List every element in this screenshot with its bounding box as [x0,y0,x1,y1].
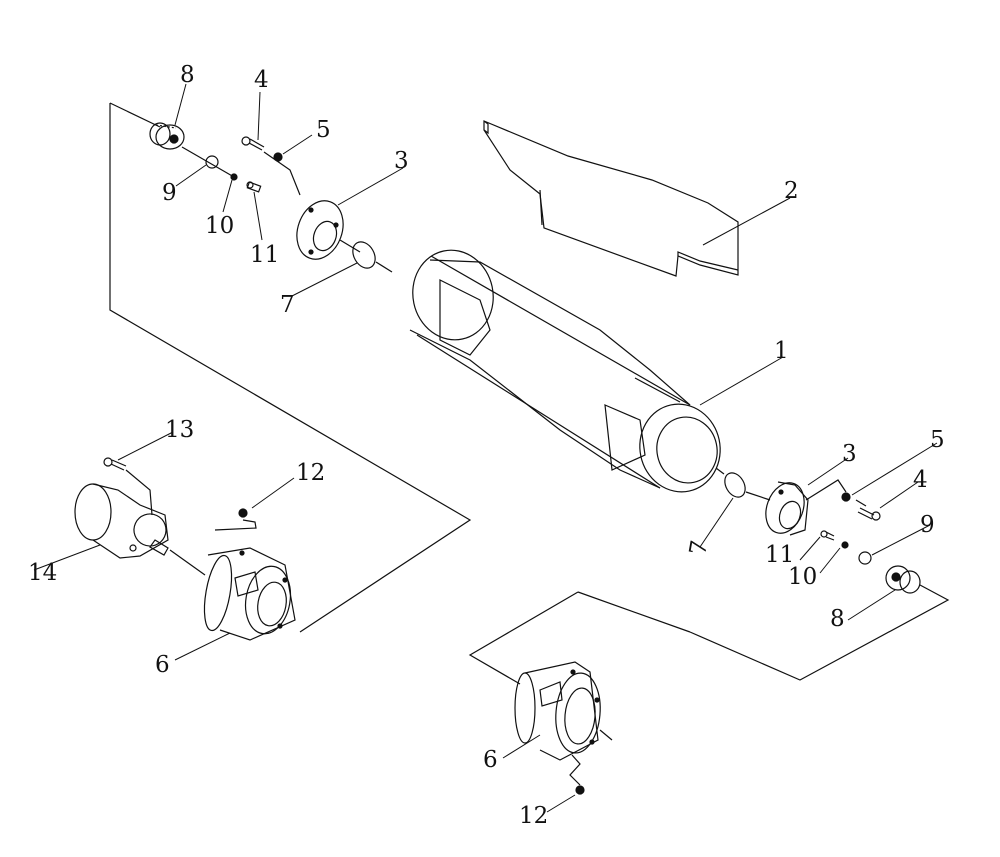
part-1-tube [409,249,721,493]
callout-3-right: 3 [842,441,857,467]
callout-11-left: 11 [250,242,279,268]
part-2-plate [483,120,739,277]
callout-7-right: 7 [685,538,713,557]
part-14-motor [74,483,169,559]
callout-13: 13 [165,417,194,443]
part-3-flange-right [765,481,809,536]
part-9-washer-left [205,155,219,169]
part-9-washer-right [858,551,872,565]
callout-6-bottom: 6 [483,747,498,773]
leader-lines [33,83,938,813]
callout-4-left: 4 [254,67,269,93]
callout-10-left: 10 [205,213,234,239]
callout-9-right: 9 [920,512,935,538]
callout-14: 14 [28,560,57,586]
left-motor-group [74,457,296,641]
right-end-group [468,467,950,685]
callout-2: 2 [784,178,799,204]
part-3-flange-left [296,200,344,260]
part-10-nut-right [841,541,849,549]
callout-labels: 1 2 3 3 4 4 5 5 6 6 7 7 8 8 9 9 10 10 11… [28,62,945,829]
part-11-screw-right [820,530,835,541]
callout-5-left: 5 [316,117,331,143]
callout-7-left: 7 [280,292,295,318]
callout-9-left: 9 [162,180,177,206]
part-13-bolt [103,457,153,516]
part-4-bolt-left [241,136,265,151]
bottom-housing-group [514,661,613,795]
callout-8-left: 8 [180,62,195,88]
part-5-nut-right [841,492,851,502]
part-8-sprocket-left [149,122,185,150]
callout-1: 1 [774,338,789,364]
callout-12-left: 12 [296,460,325,486]
part-7-ring-right [724,472,746,498]
callout-3-left: 3 [394,148,409,174]
part-4-bolt-right [857,507,881,521]
part-7-ring-left [352,241,376,269]
callout-11-right: 11 [765,542,794,568]
part-12-nut-bottom [569,754,585,795]
part-8-sprocket-right [885,565,921,594]
part-6-housing-left [203,547,296,641]
part-6-housing-bottom [514,661,601,761]
callout-5-right: 5 [930,427,945,453]
callout-6-left: 6 [155,652,170,678]
part-11-screw-left [246,181,262,193]
callout-8-right: 8 [830,606,845,632]
left-end-group [109,102,472,633]
part-12-nut-left [214,508,257,531]
callout-4-right: 4 [913,467,928,493]
callout-10-right: 10 [788,564,817,590]
callout-12-bottom: 12 [519,803,548,829]
